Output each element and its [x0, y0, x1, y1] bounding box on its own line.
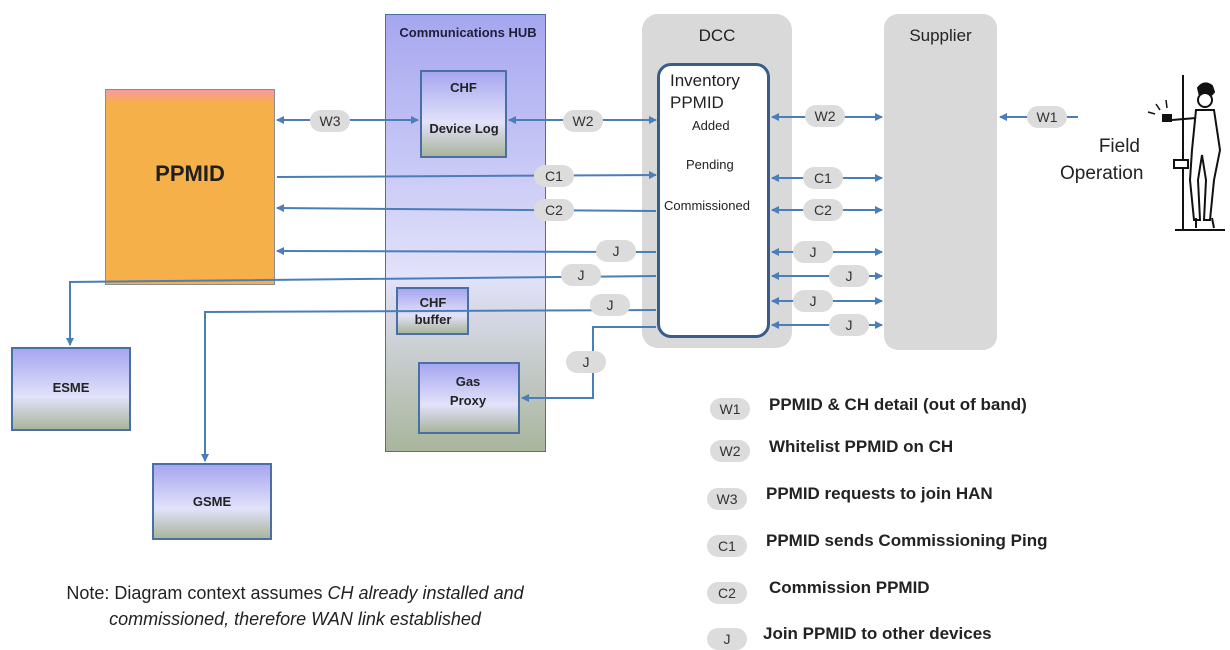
- chf-label: CHF: [450, 80, 477, 95]
- legend-text-w1: PPMID & CH detail (out of band): [769, 395, 1027, 414]
- communications-hub-title: Communications HUB: [399, 25, 537, 40]
- c2-link: [276, 204, 657, 213]
- chf-device-log-box: [420, 70, 507, 158]
- inventory-ppmid-box: [657, 63, 770, 338]
- field-operation-label: Field Operation: [1060, 136, 1144, 184]
- ppmid-label: PPMID: [155, 161, 225, 186]
- j-pill-supplier-1: J: [793, 241, 833, 263]
- c1-pill: C1: [534, 165, 574, 187]
- w1-pill: W1: [1027, 106, 1067, 128]
- ppmid-box: [105, 89, 275, 285]
- legend-key-w3: W3: [707, 488, 747, 510]
- j-link-ppmid: [276, 247, 657, 256]
- c1-link: [276, 171, 657, 180]
- legend-key-c2: C2: [707, 582, 747, 604]
- gas-proxy-label: Gas Proxy: [449, 374, 487, 408]
- w3-pill: W3: [310, 110, 350, 132]
- j-link-esme: [66, 275, 657, 346]
- legend-key-j: J: [707, 628, 747, 650]
- w2-pill-hub: W2: [563, 110, 603, 132]
- gsme-box: [152, 463, 272, 540]
- state-pending: Pending: [686, 157, 734, 172]
- legend-key-w2: W2: [710, 440, 750, 462]
- legend-text-w2: Whitelist PPMID on CH: [769, 437, 954, 456]
- j-pill-supplier-4: J: [829, 314, 869, 336]
- j-pill-supplier-2: J: [829, 265, 869, 287]
- j-pill-gsme: J: [590, 294, 630, 316]
- dcc-title: DCC: [698, 26, 736, 45]
- supplier-panel: [884, 14, 997, 350]
- j-pill-ppmid: J: [596, 240, 636, 262]
- j-pill-esme: J: [561, 264, 601, 286]
- inventory-ppmid-title: Inventory PPMID: [670, 71, 740, 112]
- c2-pill: C2: [534, 199, 574, 221]
- c2-pill-supplier: C2: [803, 199, 843, 221]
- j-pill-gas-proxy: J: [566, 351, 606, 373]
- esme-box: [11, 347, 131, 431]
- note-italic-2: commissioned, therefore WAN link establi…: [109, 609, 481, 629]
- legend-text-j: Join PPMID to other devices: [763, 624, 992, 643]
- w2-pill-supplier: W2: [805, 105, 845, 127]
- j-link-gsme: [201, 309, 657, 462]
- legend-key-w1: W1: [710, 398, 750, 420]
- esme-label: ESME: [52, 380, 90, 395]
- legend-text-w3: PPMID requests to join HAN: [766, 484, 993, 503]
- supplier-title: Supplier: [909, 26, 972, 45]
- device-log-label: Device Log: [429, 121, 499, 136]
- chf-buffer-label: CHF buffer: [414, 295, 452, 327]
- diagram-note: Note: Diagram context assumes CH already…: [0, 580, 590, 632]
- c1-pill-supplier: C1: [803, 167, 843, 189]
- gsme-label: GSME: [192, 494, 232, 509]
- ppmid-top-band: [106, 90, 274, 104]
- state-added: Added: [692, 118, 730, 133]
- state-commissioned: Commissioned: [664, 198, 750, 213]
- legend-text-c1: PPMID sends Commissioning Ping: [766, 531, 1048, 550]
- j-pill-supplier-3: J: [793, 290, 833, 312]
- legend-text-c2: Commission PPMID: [769, 578, 930, 597]
- note-italic-1: CH already installed and: [327, 583, 524, 603]
- gas-proxy-box: [418, 362, 520, 434]
- note-prefix: Note: Diagram context assumes: [66, 583, 328, 603]
- legend-key-c1: C1: [707, 535, 747, 557]
